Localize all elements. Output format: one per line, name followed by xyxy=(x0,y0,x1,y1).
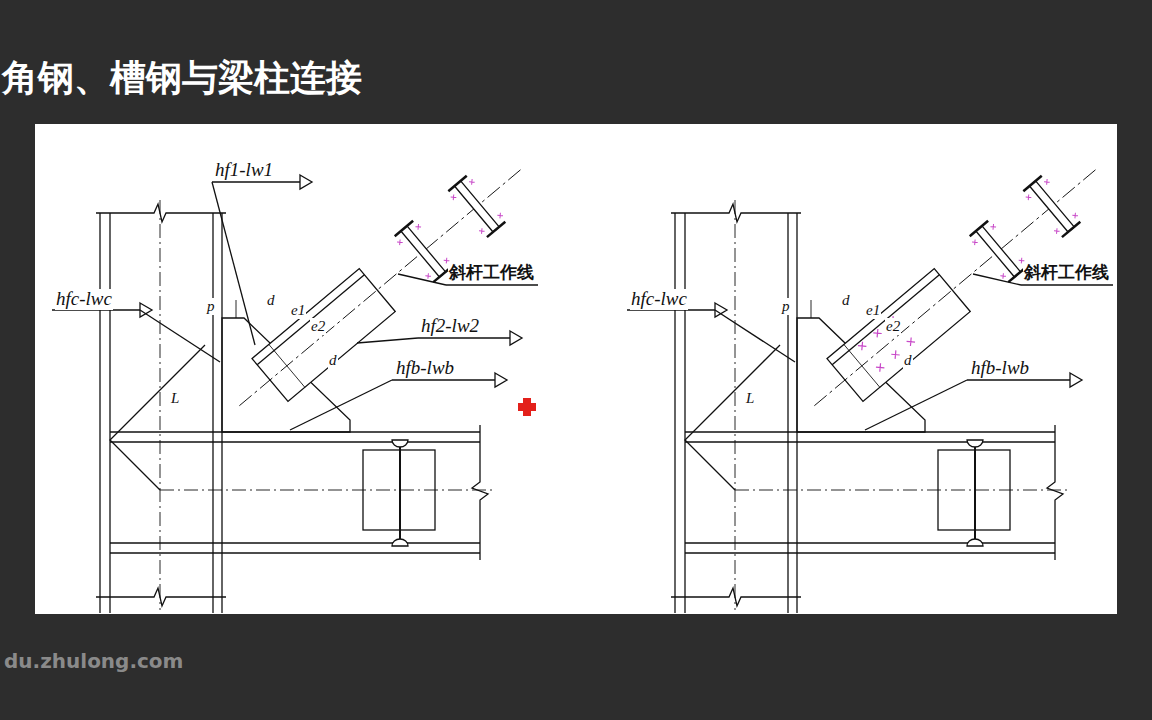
slide-title: 角钢、槽钢与梁柱连接 xyxy=(2,56,362,99)
dimension-label: p xyxy=(206,298,216,315)
member-label: 斜杆工作线 xyxy=(448,263,535,282)
dimension-label: e2 xyxy=(310,318,326,335)
dimension-label: L xyxy=(170,390,180,407)
weld-callout: hfb-lwb xyxy=(970,358,1030,379)
member-label: 斜杆工作线 xyxy=(1023,263,1110,282)
watermark: du.zhulong.com xyxy=(4,650,183,672)
dimension-label: e1 xyxy=(290,302,306,319)
dimension-label: e2 xyxy=(885,318,901,335)
dimension-label: p xyxy=(781,298,791,315)
weld-callout: hfc-lwc xyxy=(55,289,113,310)
dimension-label: d xyxy=(266,292,276,309)
dimension-label: e1 xyxy=(865,302,881,319)
dimension-label: d xyxy=(841,292,851,309)
dimension-label: L xyxy=(745,390,755,407)
weld-callout: hfc-lwc xyxy=(630,289,688,310)
weld-callout: hfb-lwb xyxy=(395,358,455,379)
weld-callout: hf1-lw1 xyxy=(214,160,274,181)
dimension-label: d xyxy=(903,352,913,369)
weld-callout: hf2-lw2 xyxy=(420,316,480,337)
dimension-label: d xyxy=(328,352,338,369)
